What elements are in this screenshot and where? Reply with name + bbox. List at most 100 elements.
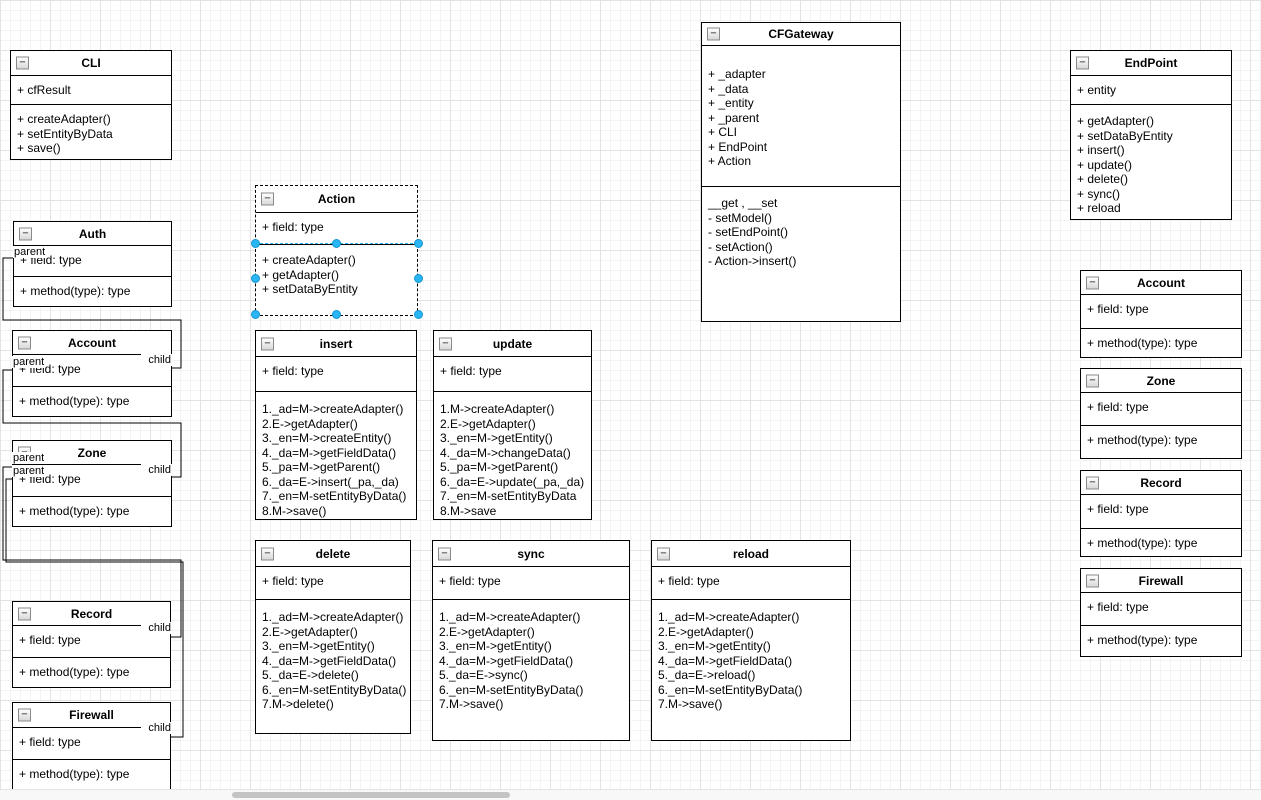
method-line: 1._ad=M->createAdapter() <box>262 402 404 416</box>
edge-label-child: child <box>141 354 172 366</box>
horizontal-scrollbar-thumb[interactable] <box>232 792 510 798</box>
methods-compartment: + method(type): type <box>1081 528 1241 556</box>
edge-label-parent: parent <box>12 465 46 477</box>
field-line: + entity <box>1077 83 1117 97</box>
methods-compartment: + method(type): type <box>13 657 170 687</box>
class-titlebar: − Firewall <box>13 703 170 728</box>
class-title: CFGateway <box>768 27 834 41</box>
class-firewall-left[interactable]: − Firewall + field: type + method(type):… <box>12 702 171 790</box>
fields-compartment: + field: type <box>1081 393 1241 425</box>
class-action[interactable]: − Action + field: type + createAdapter()… <box>255 185 418 316</box>
class-record-right[interactable]: − Record + field: type + method(type): t… <box>1080 470 1242 557</box>
collapse-icon[interactable]: − <box>261 192 274 206</box>
collapse-icon[interactable]: − <box>1086 374 1099 387</box>
method-line: + method(type): type <box>1087 336 1198 350</box>
class-titlebar: − insert <box>256 331 416 357</box>
class-account-right[interactable]: − Account + field: type + method(type): … <box>1080 270 1242 358</box>
edge-zone-to-record[interactable] <box>2 466 182 638</box>
method-line: 1._ad=M->createAdapter() <box>262 610 404 624</box>
class-reload[interactable]: − reload + field: type 1._ad=M->createAd… <box>651 540 851 741</box>
class-title: Action <box>317 192 356 206</box>
class-title: Record <box>1140 475 1182 490</box>
class-delete[interactable]: − delete + field: type 1._ad=M->createAd… <box>255 540 411 734</box>
collapse-icon[interactable]: − <box>707 27 720 41</box>
field-line: + _parent <box>708 110 760 125</box>
class-account-left[interactable]: − Account + field: type + method(type): … <box>12 330 172 417</box>
methods-compartment: + method(type): type <box>1081 625 1241 656</box>
class-cfgateway[interactable]: − CFGateway + _adapter + _data + _entity… <box>701 22 901 322</box>
class-title: insert <box>319 336 353 351</box>
class-cli[interactable]: − CLI + cfResult + createAdapter() + set… <box>10 50 172 160</box>
selection-handle[interactable] <box>331 238 341 248</box>
class-firewall-right[interactable]: − Firewall + field: type + method(type):… <box>1080 568 1242 657</box>
collapse-icon[interactable]: − <box>1086 574 1099 587</box>
method-line: - setAction() <box>708 239 773 254</box>
class-auth[interactable]: − Auth + field: type + method(type): typ… <box>13 221 172 307</box>
selection-handle[interactable] <box>413 309 423 319</box>
method-line: 5._da=E->delete() <box>262 668 359 682</box>
method-line: 7.M->delete() <box>262 697 334 711</box>
selection-handle[interactable] <box>413 274 423 283</box>
selection-handle[interactable] <box>250 238 260 248</box>
collapse-icon[interactable]: − <box>19 227 32 240</box>
method-line: + method(type): type <box>19 665 130 679</box>
class-title: Firewall <box>69 708 114 722</box>
selection-handle[interactable] <box>413 238 423 248</box>
edge-label-child: child <box>141 722 172 734</box>
method-line: + setDataByEntity <box>1077 128 1173 143</box>
class-zone-right[interactable]: − Zone + field: type + method(type): typ… <box>1080 368 1242 459</box>
method-line: 4._da=M->getFieldData() <box>262 653 397 668</box>
methods-compartment[interactable]: + createAdapter() + getAdapter() + setDa… <box>256 244 417 315</box>
fields-compartment: + field: type <box>652 567 850 599</box>
fields-compartment: + field: type <box>13 728 170 759</box>
field-line: + field: type <box>262 364 324 378</box>
method-line: 2.E->getAdapter() <box>262 416 358 431</box>
class-title: reload <box>732 546 769 561</box>
class-update[interactable]: − update + field: type 1.M->createAdapte… <box>433 330 592 520</box>
selection-handle[interactable] <box>250 274 260 283</box>
field-line: + field: type <box>1087 302 1149 316</box>
class-insert[interactable]: − insert + field: type 1._ad=M->createAd… <box>255 330 417 520</box>
field-line: + EndPoint <box>708 139 768 154</box>
collapse-icon[interactable]: − <box>261 337 274 350</box>
edge-zone-to-firewall[interactable] <box>5 478 184 738</box>
class-sync[interactable]: − sync + field: type 1._ad=M->createAdap… <box>432 540 630 741</box>
collapse-icon[interactable]: − <box>1086 476 1099 489</box>
class-endpoint[interactable]: − EndPoint + entity + getAdapter() + set… <box>1070 50 1232 220</box>
collapse-icon[interactable]: − <box>657 547 670 560</box>
method-line: 1._ad=M->createAdapter() <box>658 610 800 624</box>
methods-compartment: 1.M->createAdapter() 2.E->getAdapter() 3… <box>434 391 591 519</box>
method-line: + method(type): type <box>19 394 130 408</box>
fields-compartment: + field: type <box>256 567 410 599</box>
field-line: + CLI <box>708 125 738 139</box>
edge-account-to-zone[interactable] <box>2 369 182 478</box>
method-line: 7._en=M-setEntityByData() <box>262 489 407 503</box>
collapse-icon[interactable]: − <box>18 708 31 722</box>
method-line: 2.E->getAdapter() <box>262 624 358 639</box>
horizontal-scrollbar-track[interactable] <box>0 789 1261 800</box>
method-line: 6._da=E->insert(_pa,_da) <box>262 474 399 489</box>
collapse-icon[interactable]: − <box>439 337 452 350</box>
field-line: + field: type <box>19 633 81 647</box>
collapse-icon[interactable]: − <box>438 547 451 560</box>
methods-compartment: + method(type): type <box>13 386 171 416</box>
selection-handle[interactable] <box>250 309 260 319</box>
edge-auth-to-account[interactable] <box>2 257 182 369</box>
method-line: + createAdapter() <box>262 253 356 267</box>
method-line: 3._en=M->getEntity() <box>658 639 771 653</box>
collapse-icon[interactable]: − <box>1076 56 1089 70</box>
fields-compartment: + field: type <box>256 357 416 391</box>
class-record-left[interactable]: − Record + field: type + method(type): t… <box>12 601 171 688</box>
class-titlebar: − delete <box>256 541 410 567</box>
class-titlebar: − Action <box>256 186 417 213</box>
methods-compartment: + getAdapter() + setDataByEntity + inser… <box>1071 104 1231 219</box>
collapse-icon[interactable]: − <box>1086 276 1099 289</box>
selection-handle[interactable] <box>331 309 341 319</box>
collapse-icon[interactable]: − <box>261 547 274 560</box>
collapse-icon[interactable]: − <box>18 336 31 349</box>
collapse-icon[interactable]: − <box>16 56 29 70</box>
method-line: + insert() <box>1077 143 1125 157</box>
collapse-icon[interactable]: − <box>18 607 31 620</box>
method-line: + getAdapter() <box>262 267 340 282</box>
